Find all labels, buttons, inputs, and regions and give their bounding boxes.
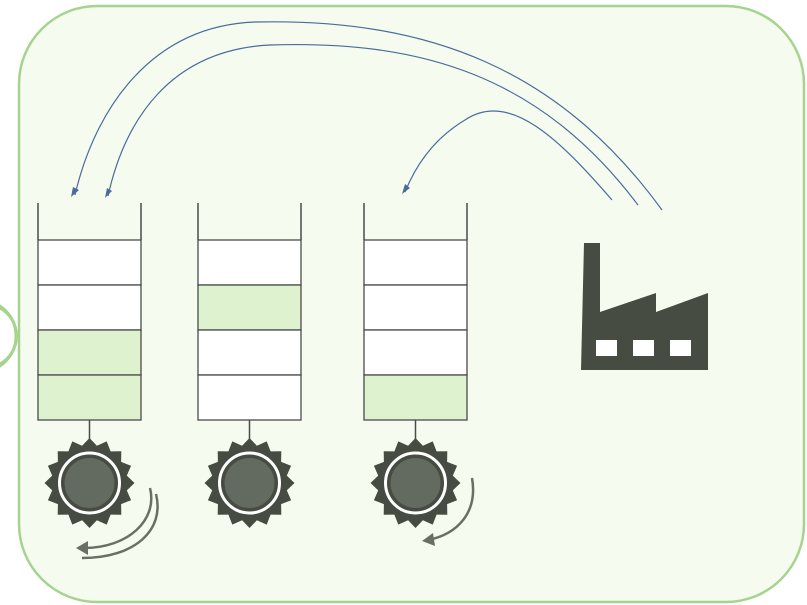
gear-icon xyxy=(44,438,135,528)
rotation-arrowhead xyxy=(422,533,435,546)
queue-slot-empty xyxy=(197,374,302,421)
queues xyxy=(37,203,475,560)
flow-arrowheads xyxy=(71,184,410,198)
rotation-arrowhead-outer xyxy=(76,541,88,555)
queue-slot-empty xyxy=(37,284,142,331)
arrowhead-queue-1-inner xyxy=(105,188,112,198)
gear-icon xyxy=(370,438,461,528)
factory-window-2 xyxy=(633,340,654,356)
gear-icon xyxy=(204,438,295,528)
queue-slot-empty xyxy=(363,284,468,331)
queue xyxy=(197,203,302,528)
rotation-arc-inner xyxy=(81,493,159,560)
queue-slot-empty xyxy=(363,239,468,286)
factory-window-3 xyxy=(670,340,691,356)
queue xyxy=(37,203,159,560)
flow-arrow-to-queue-1-outer xyxy=(74,21,663,211)
arrowhead-queue-1-outer xyxy=(71,187,79,197)
offscreen-circle-edge xyxy=(0,304,18,368)
queue-slot-empty xyxy=(363,329,468,376)
queue xyxy=(363,203,475,546)
gear-hub xyxy=(390,458,441,508)
message-flows xyxy=(74,21,663,211)
arrowhead-queue-3 xyxy=(402,184,410,194)
gear-hub xyxy=(64,458,115,508)
factory-icon xyxy=(581,243,708,370)
rotation-arrow-icon xyxy=(76,487,159,560)
queue-slot-filled xyxy=(37,329,142,376)
rotation-arc xyxy=(427,477,475,542)
queue-slot-filled xyxy=(197,284,302,331)
queue-slot-empty xyxy=(37,239,142,286)
factory-body xyxy=(581,243,708,370)
rotation-arc-outer xyxy=(83,487,153,550)
queue-slot-empty xyxy=(197,239,302,286)
queue-slot-filled xyxy=(37,374,142,421)
rotation-arrow-icon xyxy=(422,477,475,546)
factory-window-1 xyxy=(596,340,617,356)
flow-arrow-to-queue-1-inner xyxy=(107,43,639,206)
flow-arrow-to-queue-3 xyxy=(404,110,613,201)
queue-slot-filled xyxy=(363,374,468,421)
gear-hub xyxy=(224,458,275,508)
queue-slot-empty xyxy=(197,329,302,376)
